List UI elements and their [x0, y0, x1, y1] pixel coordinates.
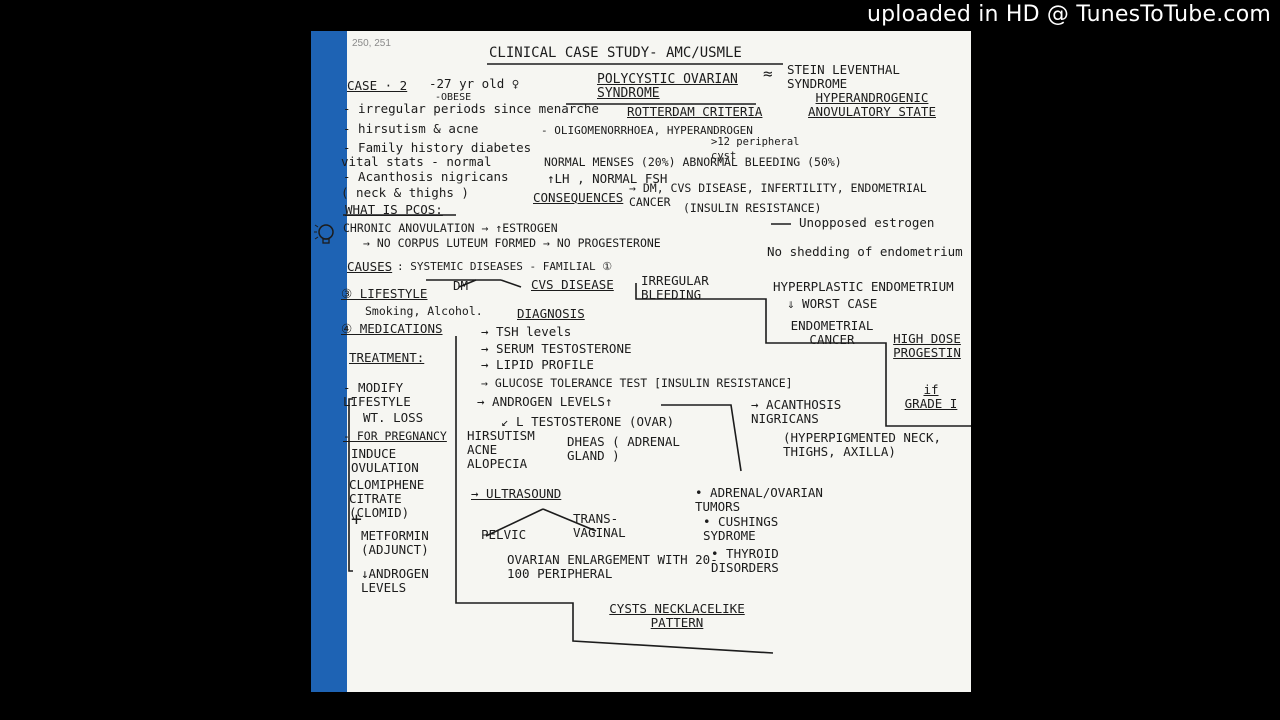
approx-symbol: ≈ — [763, 64, 773, 83]
symptom-1: - irregular periods since menarche — [343, 101, 599, 116]
cause-lifestyle: ③ LIFESTYLE — [341, 286, 428, 301]
hyperplastic-endometrium: HYPERPLASTIC ENDOMETRIUM — [773, 279, 954, 294]
hyperpigmented: (HYPERPIGMENTED NECK, THIGHS, AXILLA) — [783, 430, 942, 459]
acanthosis-nigricans: → ACANTHOSIS NIGRICANS — [751, 397, 842, 426]
page-reference: 250, 251 — [352, 38, 391, 49]
what-is-pcos-label: WHAT IS PCOS: — [345, 202, 443, 217]
cyst-count: >12 peripheral cyst — [711, 136, 800, 162]
diagnosis-item-1: → TSH levels — [481, 324, 572, 339]
treatment-metformin: METFORMIN (ADJUNCT) — [361, 528, 429, 557]
diagnosis-item-2: → SERUM TESTOSTERONE — [481, 341, 632, 356]
ultrasound-transvaginal: TRANS- VAGINAL — [573, 511, 626, 540]
handwritten-notes-page: 250, 251 CLINICAL CASE STUDY- AMC/USMLE … — [311, 31, 971, 692]
no-shedding: No shedding of endometrium — [767, 244, 963, 259]
consequences-label: CONSEQUENCES — [533, 190, 624, 205]
lh-fsh: ↑LH , NORMAL FSH — [547, 171, 668, 186]
anovulation-line: CHRONIC ANOVULATION → ↑ESTROGEN — [343, 221, 558, 235]
if-grade: if GRADE I — [904, 382, 958, 411]
case-label: CASE · 2 — [347, 78, 408, 93]
treatment-induce: INDUCE OVULATION — [351, 446, 419, 475]
pcos-heading: POLYCYSTIC OVARIAN SYNDROME — [597, 72, 738, 101]
cause-dm: DM — [453, 278, 469, 293]
ultrasound: → ULTRASOUND — [471, 486, 562, 501]
ddx-1: • ADRENAL/OVARIAN TUMORS — [695, 485, 823, 514]
hirsutism-acne: HIRSUTISM ACNE ALOPECIA — [467, 428, 535, 471]
treatment-androgen: ↓ANDROGEN LEVELS — [361, 566, 429, 595]
symptom-4: vital stats - normal — [341, 154, 492, 169]
symptom-2: - hirsutism & acne — [343, 121, 479, 136]
treatment-label: TREATMENT: — [349, 350, 425, 365]
menses-text: NORMAL MENSES (20%) ABNORMAL BLEEDING (5… — [544, 155, 842, 169]
necklace-pattern: CYSTS NECKLACELIKE PATTERN — [609, 601, 745, 630]
diagnosis-item-4: → GLUCOSE TOLERANCE TEST [INSULIN RESIST… — [481, 376, 793, 390]
note-connector-lines — [343, 63, 971, 654]
androgen-levels: → ANDROGEN LEVELS↑ — [477, 394, 613, 409]
treatment-lifestyle: - MODIFY LIFESTYLE — [343, 380, 411, 409]
criteria-text: - OLIGOMENORRHOEA, HYPERANDROGEN — [541, 124, 753, 137]
case-obese: -OBESE — [435, 92, 472, 103]
causes-label: CAUSES — [347, 259, 393, 274]
causes-text: : SYSTEMIC DISEASES - FAMILIAL ① — [397, 260, 613, 273]
symptom-5: - Acanthosis nigricans — [343, 169, 509, 184]
unopposed-estrogen: Unopposed estrogen — [799, 215, 935, 230]
symptom-6: ( neck & thighs ) — [341, 185, 469, 200]
cause-cvs: CVS DISEASE — [531, 277, 614, 292]
ovarian-enlargement: OVARIAN ENLARGEMENT WITH 20-100 PERIPHER… — [507, 552, 718, 581]
worst-case: ⇓ WORST CASE — [787, 296, 878, 311]
hyperandrogenic-state: HYPERANDROGENIC ANOVULATORY STATE — [808, 90, 936, 119]
cause-medications: ④ MEDICATIONS — [341, 321, 443, 336]
corpus-luteum-line: → NO CORPUS LUTEUM FORMED → NO PROGESTER… — [363, 236, 661, 250]
symptom-3: - Family history diabetes — [343, 140, 532, 155]
watermark-text: uploaded in HD @ TunesToTube.com — [866, 2, 1271, 27]
page-title: CLINICAL CASE STUDY- AMC/USMLE — [489, 45, 742, 61]
case-age: -27 yr old ♀ — [429, 76, 520, 91]
consequences-text: → DM, CVS DISEASE, INFERTILITY, ENDOMETR… — [629, 181, 927, 209]
irregular-bleeding: IRREGULAR BLEEDING — [641, 273, 709, 302]
lightbulb-icon — [314, 224, 334, 244]
ddx-3: • THYROID DISORDERS — [711, 546, 779, 575]
treatment-plus: + — [351, 509, 362, 530]
diagnosis-item-3: → LIPID PROFILE — [481, 357, 594, 372]
stein-leventhal: STEIN LEVENTHAL SYNDROME — [787, 62, 900, 91]
ultrasound-pelvic: PELVIC — [481, 527, 527, 542]
ddx-2: • CUSHINGS SYDROME — [703, 514, 779, 543]
blue-page-edge — [311, 31, 347, 692]
insulin-resistance: (INSULIN RESISTANCE) — [683, 201, 822, 215]
testosterone: ↙ L TESTOSTERONE (OVAR) — [501, 414, 675, 429]
treatment-wtloss: WT. LOSS — [363, 410, 424, 425]
treatment-pregnancy: - FOR PREGNANCY — [343, 429, 447, 443]
smoking-alcohol: Smoking, Alcohol. — [365, 304, 483, 318]
endometrial-cancer: ENDOMETRIAL CANCER — [790, 318, 874, 347]
treatment-clomiphene: CLOMIPHENE CITRATE (CLOMID) — [349, 477, 425, 520]
high-dose-progestin: HIGH DOSE PROGESTIN — [893, 331, 961, 360]
diagnosis-label: DIAGNOSIS — [517, 306, 585, 321]
rotterdam-criteria: ROTTERDAM CRITERIA — [627, 104, 763, 119]
dheas: DHEAS ( ADRENAL GLAND ) — [567, 434, 680, 463]
